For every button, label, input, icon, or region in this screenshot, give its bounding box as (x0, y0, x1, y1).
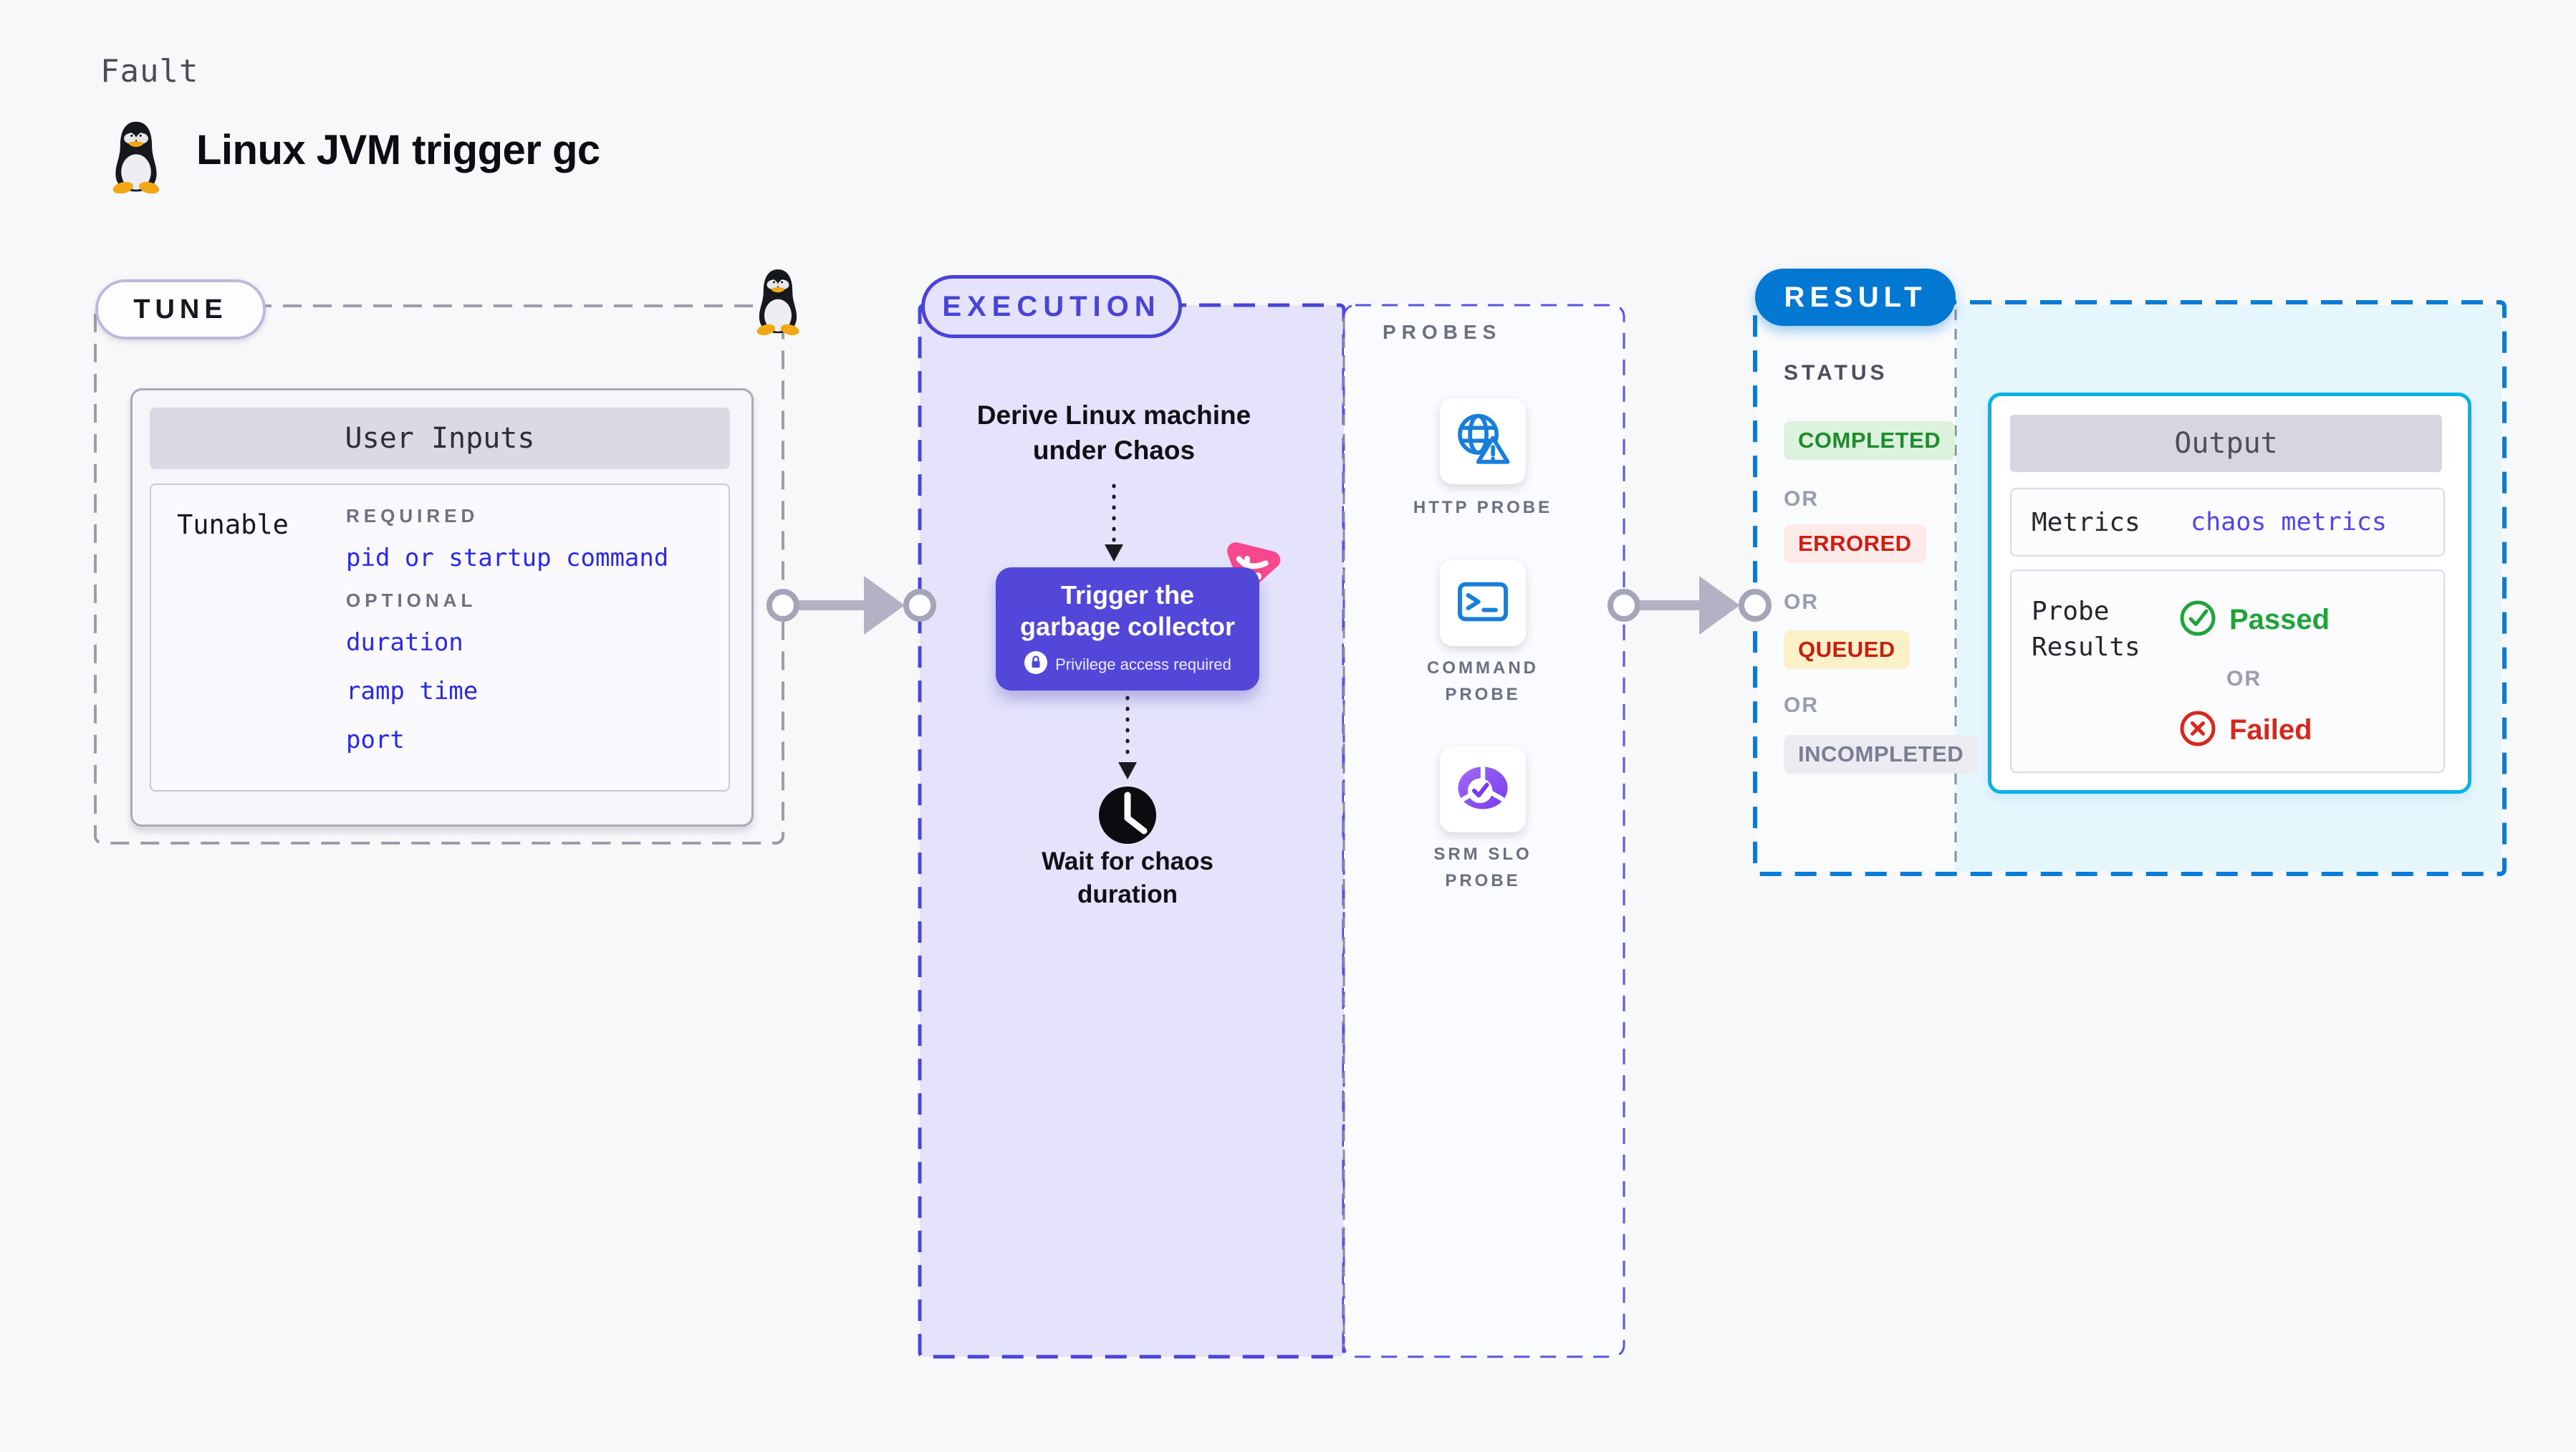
connector-derive-to-trigger (1105, 484, 1123, 562)
tux-penguin-icon (751, 266, 805, 339)
status-badge-completed: COMPLETED (1784, 421, 1956, 460)
or-separator: OR (1784, 590, 1819, 614)
trigger-gc-label: Trigger the garbage collector (1019, 580, 1236, 641)
failed-result: Failed (2178, 708, 2312, 752)
output-card: Output Metrics chaos metrics Probe Resul… (1988, 393, 2471, 794)
privilege-note-text: Privilege access required (1055, 655, 1231, 673)
x-circle-icon (2178, 708, 2218, 752)
trigger-gc-action-button[interactable]: Trigger the garbage collector Privilege … (996, 567, 1259, 691)
tune-section-pill: TUNE (95, 279, 266, 340)
probe-results-row: Probe Results Passed OR F (2010, 569, 2445, 773)
step-wait-duration: Wait for chaos duration (1042, 847, 1213, 908)
param-ramp-time[interactable]: ramp time (346, 677, 479, 706)
tunable-row-label: Tunable (177, 509, 289, 540)
param-port[interactable]: port (346, 726, 405, 754)
step-derive-machine: Derive Linux machine under Chaos (976, 400, 1251, 465)
result-region-outline (1753, 300, 2507, 876)
result-section-pill: RESULT (1755, 269, 1956, 326)
http-probe-label: HTTP PROBE (1413, 498, 1553, 517)
tux-penguin-icon (105, 119, 168, 197)
tune-region-outline (94, 304, 784, 845)
check-circle-icon (2178, 598, 2218, 642)
slo-pie-icon (1453, 759, 1512, 821)
user-inputs-body: Tunable REQUIRED pid or startup command … (150, 484, 730, 792)
privilege-note: Privilege access required (1024, 650, 1231, 678)
globe-alert-icon (1453, 410, 1512, 473)
http-probe-card (1440, 398, 1526, 484)
status-badge-queued: QUEUED (1784, 630, 1910, 669)
user-inputs-card: User Inputs Tunable REQUIRED pid or star… (130, 388, 754, 827)
optional-label: OPTIONAL (346, 590, 477, 611)
probe-results-label: Probe Results (2032, 597, 2140, 663)
required-label: REQUIRED (346, 505, 479, 527)
passed-label: Passed (2229, 604, 2330, 635)
arrow-tune-to-execution (766, 576, 936, 635)
param-duration[interactable]: duration (346, 628, 463, 657)
user-inputs-title: User Inputs (150, 408, 730, 469)
clock-icon (1099, 787, 1156, 844)
srm-slo-probe-card (1440, 746, 1526, 832)
or-separator: OR (1784, 487, 1819, 511)
probes-section-label: PROBES (1383, 321, 1502, 343)
status-badge-errored: ERRORED (1784, 524, 1926, 563)
metrics-label: Metrics (2032, 507, 2140, 537)
passed-result: Passed (2178, 598, 2330, 642)
or-separator: OR (1784, 693, 1819, 717)
metrics-row: Metrics chaos metrics (2010, 488, 2445, 557)
or-separator: OR (2226, 667, 2262, 691)
output-card-title: Output (2010, 415, 2442, 472)
terminal-icon (1453, 572, 1512, 635)
lock-icon (1024, 650, 1048, 678)
srm-slo-probe-label: SRM SLO PROBE (1433, 845, 1532, 891)
status-badge-incompleted: INCOMPLETED (1784, 735, 1979, 774)
command-probe-card (1440, 560, 1526, 646)
execution-section-pill: EXECUTION (921, 275, 1182, 338)
arrow-execution-to-result (1607, 576, 1772, 635)
param-pid-or-startup-command[interactable]: pid or startup command (346, 544, 669, 572)
failed-label: Failed (2229, 714, 2312, 746)
command-probe-label: COMMAND PROBE (1427, 658, 1539, 705)
metrics-value-link[interactable]: chaos metrics (2191, 508, 2387, 537)
page-title: Linux JVM trigger gc (196, 127, 600, 173)
fault-kicker: Fault (100, 53, 199, 90)
status-column-label: STATUS (1784, 361, 1888, 385)
connector-trigger-to-wait (1118, 696, 1137, 779)
